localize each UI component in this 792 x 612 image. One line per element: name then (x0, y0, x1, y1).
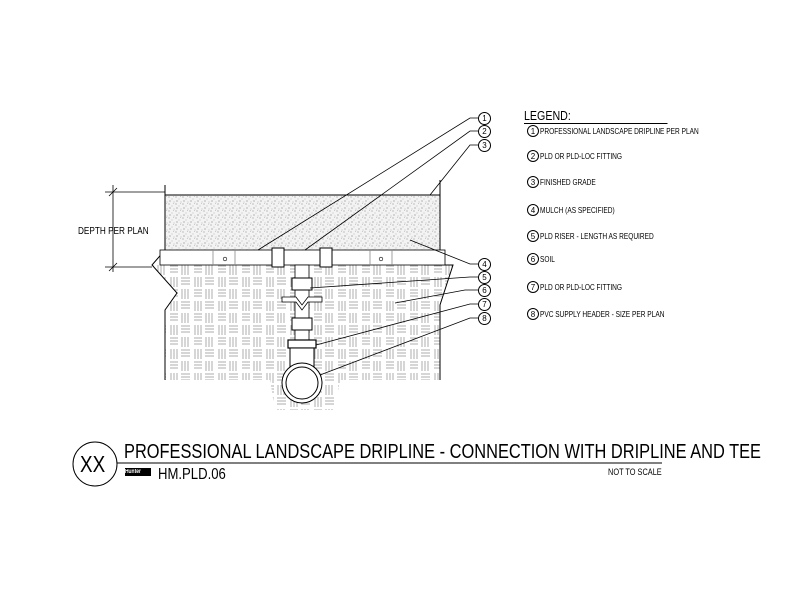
leader-lines (257, 117, 478, 376)
legend-number: 6 (527, 253, 539, 265)
legend-number: 4 (527, 204, 539, 216)
riser (281, 264, 323, 404)
drawing-title: PROFESSIONAL LANDSCAPE DRIPLINE - CONNEC… (124, 441, 761, 463)
dripline-pipe (159, 247, 446, 268)
brand-logo-text: Hunter (125, 469, 141, 475)
legend-number: 2 (527, 150, 539, 162)
legend-text: SOIL (540, 254, 555, 264)
callout-1: 1 (478, 112, 491, 125)
drawing-number: HM.PLD.06 (158, 466, 226, 483)
detail-bubble (72, 441, 118, 487)
depth-dimension (105, 185, 165, 272)
detail-id: XX (80, 451, 106, 477)
legend-text: PROFESSIONAL LANDSCAPE DRIPLINE PER PLAN (540, 126, 699, 136)
scale-note: NOT TO SCALE (608, 467, 662, 477)
legend-text: PLD RISER - LENGTH AS REQUIRED (540, 231, 654, 241)
dimension-label: DEPTH PER PLAN (78, 226, 149, 237)
callout-4: 4 (478, 258, 491, 271)
legend-text: FINISHED GRADE (540, 177, 596, 187)
legend-number: 3 (527, 176, 539, 188)
legend-number: 7 (527, 281, 539, 293)
legend-text: PLD OR PLD-LOC FITTING (540, 151, 623, 161)
callout-8: 8 (478, 312, 491, 325)
legend-number: 5 (527, 230, 539, 242)
callout-5: 5 (478, 271, 491, 284)
hunter-logo (125, 468, 151, 476)
callout-2: 2 (478, 125, 491, 138)
legend-title: LEGEND: (524, 108, 668, 124)
legend-text: MULCH (AS SPECIFIED) (540, 205, 615, 215)
legend-text: PLD OR PLD-LOC FITTING (540, 282, 623, 292)
legend-number: 8 (527, 308, 539, 320)
legend-number: 1 (527, 125, 539, 137)
callout-3: 3 (478, 139, 491, 152)
legend-text: PVC SUPPLY HEADER - SIZE PER PLAN (540, 309, 665, 319)
callout-6: 6 (478, 284, 491, 297)
callout-7: 7 (478, 298, 491, 311)
